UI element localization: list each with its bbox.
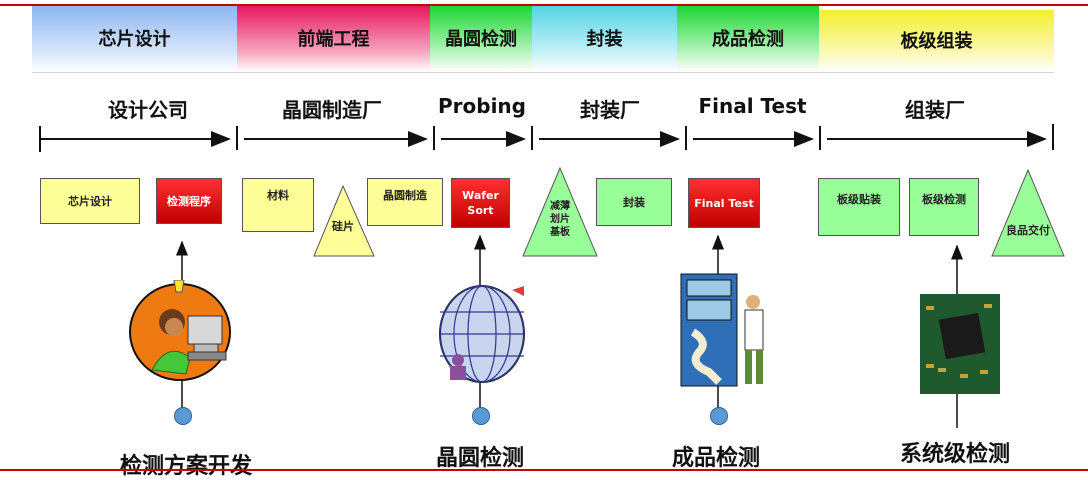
box-final-test: Final Test (688, 178, 760, 228)
top-accent-line (0, 4, 1088, 6)
triangle-thin-dice (522, 166, 598, 257)
stage-package-plant: 封装厂 (580, 98, 640, 122)
header-cell-final-test: 成品检测 (677, 6, 819, 72)
pcb-chip-photo (920, 294, 1000, 394)
test-equipment-illustration (680, 273, 764, 387)
bottom-label-wafer-test: 晶圆检测 (436, 446, 525, 471)
stage-design-company: 设计公司 (108, 98, 188, 122)
stage-assembly-plant: 组装厂 (905, 98, 965, 122)
box-package: 封装 (596, 178, 672, 226)
wafer-globe-illustration (439, 285, 525, 383)
stage-wafer-fab: 晶圆制造厂 (282, 98, 382, 122)
bottom-accent-line (0, 469, 1088, 471)
box-material: 材料 (242, 178, 314, 232)
box-chip-design: 芯片设计 (40, 178, 140, 224)
box-board-mount: 板级贴装 (818, 178, 900, 236)
bottom-label-final-test: 成品检测 (672, 446, 761, 471)
lightbulb-icon (173, 280, 185, 293)
header-cell-wafer-test: 晶圆检测 (430, 6, 532, 72)
triangle-silicon (313, 184, 375, 257)
stage-probing: Probing (438, 94, 526, 118)
header-divider (32, 72, 1054, 73)
label-good-delivery: 良品交付 (1006, 224, 1050, 237)
box-wafer-sort: Wafer Sort (451, 178, 510, 228)
header-cell-board-assembly: 板级组装 (819, 10, 1054, 72)
triangle-good-delivery (991, 168, 1065, 257)
header-cell-package: 封装 (532, 6, 677, 72)
dot-marker (174, 407, 192, 425)
dot-marker (710, 407, 728, 425)
engineer-at-computer-illustration (129, 280, 231, 381)
header-cell-front-end: 前端工程 (237, 6, 430, 72)
bottom-label-test-solution: 检测方案开发 (120, 454, 253, 479)
label-silicon: 硅片 (332, 220, 354, 233)
box-board-test: 板级检测 (909, 178, 979, 236)
label-thin-dice-substrate: 减薄 划片 基板 (550, 201, 570, 238)
stage-final-test: Final Test (698, 94, 807, 118)
box-test-program: 检测程序 (156, 178, 222, 224)
box-wafer-fab: 晶圆制造 (367, 178, 443, 226)
bottom-label-system-test: 系统级检测 (900, 442, 1011, 467)
dot-marker (472, 407, 490, 425)
header-cell-chip-design: 芯片设计 (32, 6, 237, 72)
